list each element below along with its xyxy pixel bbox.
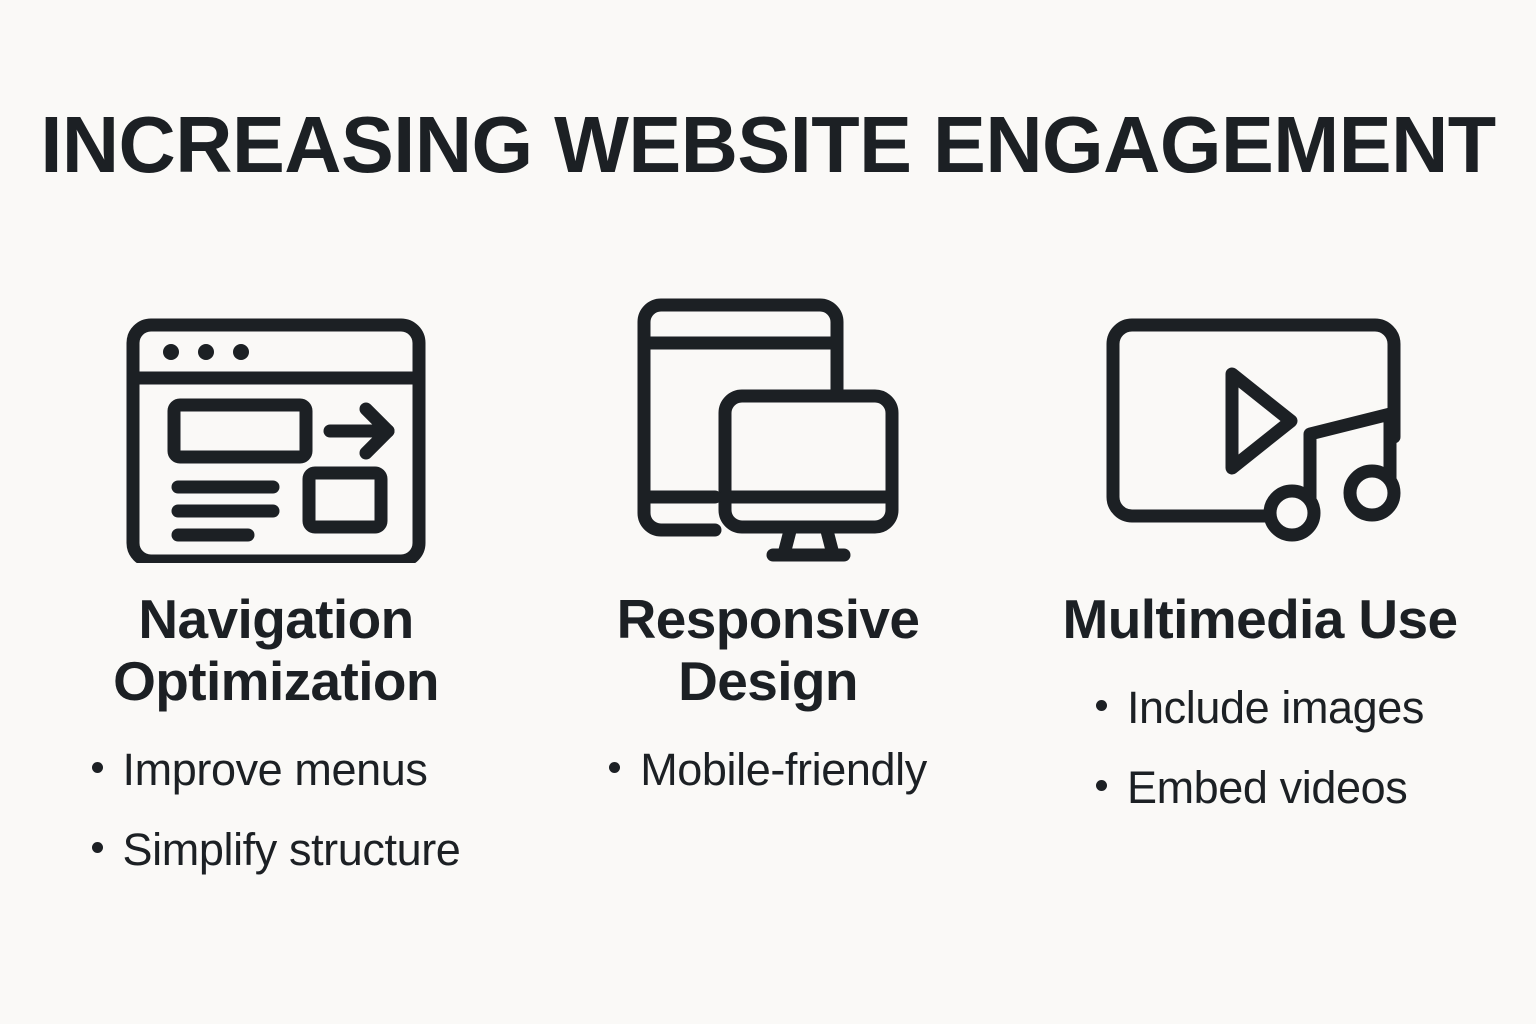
list-item: Improve menus	[91, 744, 461, 796]
page-title: INCREASING WEBSITE ENGAGEMENT	[40, 100, 1496, 189]
bullet-label: Simplify structure	[122, 824, 461, 875]
column-heading: Multimedia Use	[1062, 588, 1458, 650]
bullet-label: Include images	[1126, 682, 1425, 733]
column-heading: Navigation Optimization	[113, 588, 439, 712]
bullet-dot-icon	[1095, 700, 1107, 711]
bullet-label: Embed videos	[1126, 762, 1408, 813]
video-play-music-note-icon	[1106, 288, 1414, 578]
bullet-dot-icon	[91, 762, 103, 773]
bullet-dot-icon	[609, 762, 621, 773]
bullet-label: Improve menus	[122, 744, 428, 795]
bullet-label: Mobile-friendly	[640, 744, 927, 795]
list-item: Simplify structure	[91, 824, 461, 876]
bullet-dot-icon	[91, 842, 103, 853]
column-heading: Responsive Design	[616, 588, 920, 712]
column-navigation-optimization: Navigation Optimization Improve menus Si…	[48, 288, 504, 904]
bullet-list: Improve menus Simplify structure	[91, 744, 461, 904]
phone-and-monitor-responsive-icon	[637, 288, 899, 578]
list-item: Include images	[1095, 682, 1425, 734]
column-responsive-design: Responsive Design Mobile-friendly	[540, 288, 996, 824]
browser-window-navigation-icon	[126, 288, 426, 578]
column-multimedia-use: Multimedia Use Include images Embed vide…	[1032, 288, 1488, 842]
bullet-dot-icon	[1095, 780, 1107, 791]
bullet-list: Include images Embed videos	[1095, 682, 1425, 842]
list-item: Embed videos	[1095, 762, 1424, 814]
list-item: Mobile-friendly	[609, 744, 927, 796]
bullet-list: Mobile-friendly	[609, 744, 927, 824]
columns-row: Navigation Optimization Improve menus Si…	[0, 288, 1536, 904]
